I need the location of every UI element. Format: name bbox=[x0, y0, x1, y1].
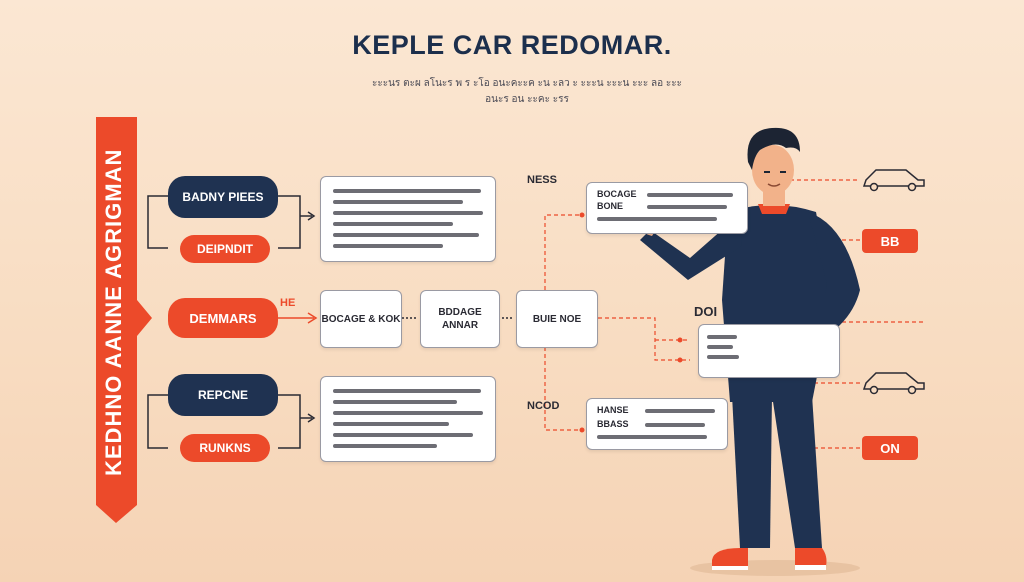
info-card-top-line1: BOCAGE bbox=[597, 189, 637, 199]
pill-group1-top: BADNY PIEES bbox=[168, 176, 278, 218]
pill-middle: DEMMARS bbox=[168, 298, 278, 338]
connector-dot bbox=[678, 338, 683, 343]
bracket-group1-left bbox=[148, 196, 168, 248]
connector-to-top-card bbox=[545, 215, 580, 290]
flow-node-2: BDDAGE ANNAR bbox=[420, 290, 500, 348]
connector-to-doc bbox=[598, 318, 690, 360]
pill-group2-top: REPCNE bbox=[168, 374, 278, 416]
info-card-bottom-line2: BBASS bbox=[597, 419, 629, 429]
label-bottom: NCOD bbox=[527, 400, 559, 412]
bracket-group2-left bbox=[148, 395, 168, 448]
middle-note: HE bbox=[280, 297, 295, 309]
car-icon bbox=[864, 373, 924, 394]
text-card-1 bbox=[320, 176, 496, 262]
doc-label: DOI bbox=[694, 304, 717, 319]
page-title: KEPLE CAR REDOMAR. bbox=[0, 30, 1024, 61]
info-card-bottom-line1: HANSE bbox=[597, 405, 629, 415]
info-card-bottom: HANSE BBASS bbox=[586, 398, 728, 450]
label-top: NESS bbox=[527, 174, 557, 186]
doc-card bbox=[698, 324, 840, 378]
bracket-group2-right bbox=[278, 395, 300, 448]
tag-top: BB bbox=[862, 229, 918, 253]
info-card-top-line2: BONE bbox=[597, 201, 623, 211]
pill-group1-bottom: DEIPNDIT bbox=[180, 235, 270, 263]
pill-group2-bottom: RUNKNS bbox=[180, 434, 270, 462]
tag-bottom: ON bbox=[862, 436, 918, 460]
connector-dot bbox=[678, 358, 683, 363]
car-icon bbox=[864, 170, 924, 191]
connector-dot bbox=[580, 213, 585, 218]
connector-to-bottom-card bbox=[545, 347, 580, 430]
flow-node-1: BOCAGE & KOK bbox=[320, 290, 402, 348]
connector-dot bbox=[580, 428, 585, 433]
flow-node-3: BUIE NOE bbox=[516, 290, 598, 348]
ribbon-label: KEDHNO AANNE AGRIGMAN bbox=[92, 120, 136, 505]
text-card-2 bbox=[320, 376, 496, 462]
bracket-group1-right bbox=[278, 196, 300, 248]
page-subtitle: ะะะนร ตะผ ลโนะร พ ร ะโอ อนะคะะค ะน ะลว ะ… bbox=[362, 76, 692, 108]
info-card-top: BOCAGE BONE bbox=[586, 182, 748, 234]
